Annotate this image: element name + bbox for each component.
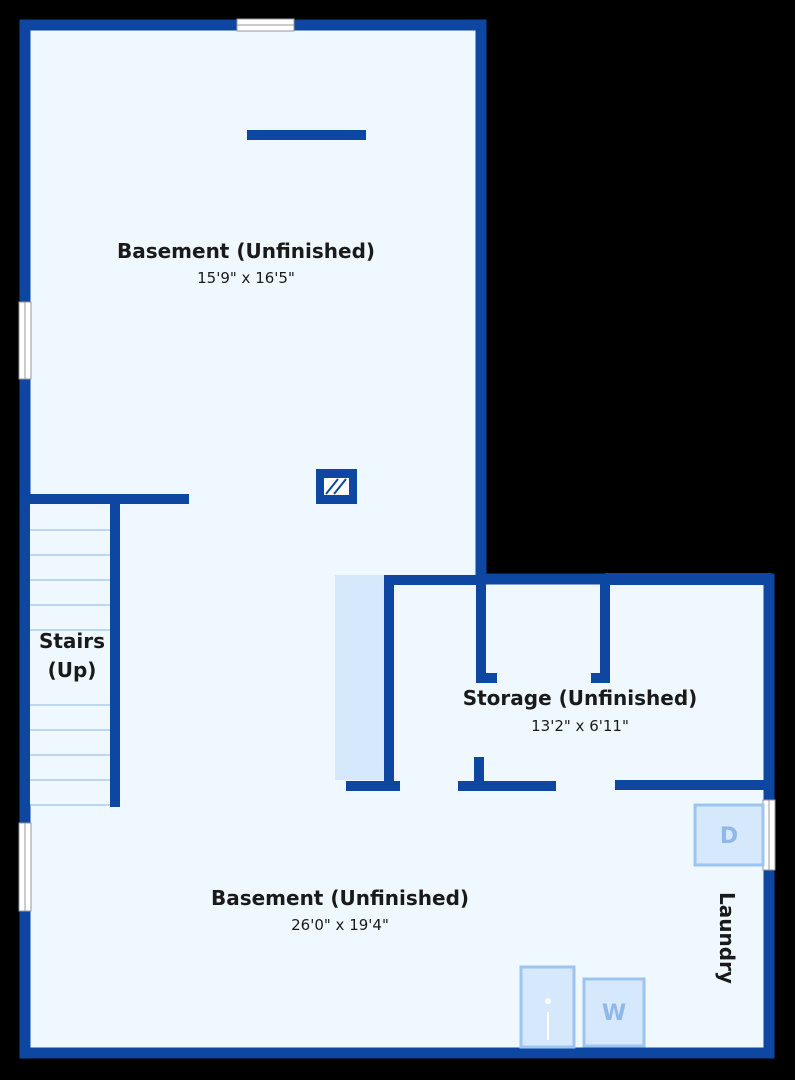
room-label-stairs-up: (Up): [48, 658, 97, 682]
room-dims-basement-upper: 15'9" x 16'5": [197, 269, 295, 287]
dryer-label: D: [720, 824, 738, 849]
dryer: D: [693, 803, 765, 867]
room-label-basement-lower: Basement (Unfinished): [211, 886, 469, 910]
room-label-stairs: Stairs: [39, 629, 105, 653]
room-dims-storage: 13'2" x 6'11": [531, 717, 629, 735]
beam-upper: [247, 130, 366, 140]
room-label-storage: Storage (Unfinished): [463, 686, 698, 710]
stair-top-wall: [25, 494, 189, 504]
interior-walls: [25, 130, 771, 807]
storage-left-wall: [384, 575, 394, 788]
stairs: [30, 504, 110, 806]
washer: W: [582, 977, 646, 1048]
storage-bottom-wall-a: [346, 781, 400, 791]
floor-area: [25, 25, 769, 1053]
windows: [18, 18, 776, 912]
room-label-laundry: Laundry: [715, 892, 739, 984]
stair-treads: [30, 529, 110, 806]
storage-inner-stub-left: [476, 673, 497, 683]
washer-label: W: [602, 1001, 626, 1026]
chimney-icon: [316, 469, 357, 504]
room-dims-basement-lower: 26'0" x 19'4": [291, 916, 389, 934]
room-label-basement-upper: Basement (Unfinished): [117, 239, 375, 263]
storage-bottom-stub: [474, 757, 484, 791]
storage-top-wall: [384, 575, 484, 585]
storage-inner-wall-right: [600, 579, 610, 679]
storage-inner-stub-right: [591, 673, 610, 683]
storage-bottom-wall-b: [458, 781, 556, 791]
stair-right-wall: [110, 494, 120, 807]
storage-top-wall-right: [605, 573, 771, 585]
storage-bottom-wall-c: [615, 780, 771, 790]
storage-inner-wall-left: [476, 579, 486, 679]
shelf-unit: [335, 575, 384, 780]
laundry-sink: [519, 965, 576, 1049]
